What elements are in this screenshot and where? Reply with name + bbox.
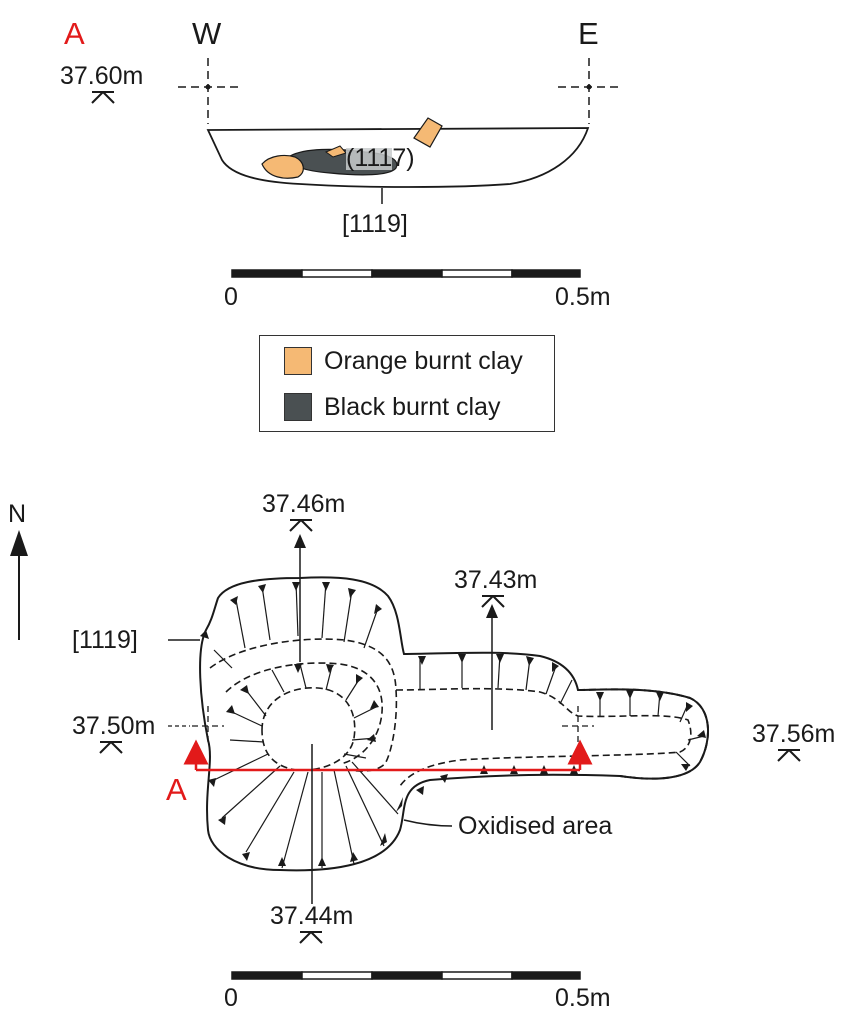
legend-label-orange: Orange burnt clay — [324, 346, 523, 375]
level-37-46: 37.46m — [262, 490, 345, 518]
level-37-44: 37.44m — [270, 902, 353, 930]
east-datum-cross — [558, 58, 620, 124]
orange-burnt-clay-section-1 — [261, 154, 304, 179]
level-marker-icon — [91, 91, 115, 104]
cut-outline-plan — [199, 576, 709, 872]
legend-item-black: Black burnt clay — [284, 392, 500, 422]
plan-datum-west — [192, 706, 224, 744]
inner-ledge-outline — [209, 638, 692, 787]
level-37-50: 37.50m — [72, 712, 155, 740]
west-datum-point — [205, 84, 211, 90]
base-circle-outline — [261, 687, 356, 772]
slope-ticks — [200, 582, 706, 866]
level-marker-icon — [99, 741, 123, 754]
orange-burnt-clay-section-2 — [413, 117, 443, 148]
north-arrow-icon — [10, 530, 28, 640]
oxidised-area-label: Oxidised area — [458, 812, 612, 840]
scale-bar-bottom — [231, 971, 581, 980]
west-label: W — [192, 16, 222, 51]
east-label: E — [578, 16, 599, 51]
legend: Orange burnt clay Black burnt clay — [259, 335, 555, 432]
level-marker-icon — [481, 595, 505, 608]
scale-bottom-end: 0.5m — [555, 984, 611, 1012]
section-datum-level: 37.60m — [60, 62, 143, 90]
second-ledge-outline — [225, 662, 383, 765]
cut-label-1119-plan: [1119] — [72, 626, 138, 654]
fill-label-backdrop — [346, 148, 392, 170]
level-marker-icon — [777, 749, 801, 762]
legend-label-black: Black burnt clay — [324, 392, 501, 421]
east-datum-point — [586, 84, 592, 90]
oxidised-leader — [403, 819, 453, 827]
scale-top-end: 0.5m — [555, 283, 611, 311]
plan-datum-east — [562, 706, 594, 744]
legend-item-orange: Orange burnt clay — [284, 346, 523, 376]
level-marker-icon — [289, 519, 313, 532]
west-datum-cross — [178, 58, 238, 124]
level-37-43: 37.43m — [454, 566, 537, 594]
black-swatch — [284, 393, 312, 421]
scale-bar-top — [231, 269, 581, 278]
oxidised-area-outline — [577, 688, 709, 780]
north-label: N — [8, 500, 26, 528]
scale-bottom-start: 0 — [224, 984, 238, 1012]
orange-swatch — [284, 347, 312, 375]
level-marker-icon — [299, 931, 323, 944]
cut-label-1119-section: [1119] — [342, 210, 408, 238]
section-label-a: A — [64, 16, 85, 51]
fill-label-1117: (1117) — [346, 144, 415, 172]
plan-section-label-a: A — [166, 772, 187, 807]
scale-top-start: 0 — [224, 283, 238, 311]
level-37-56: 37.56m — [752, 720, 835, 748]
slope-hachures — [213, 581, 705, 869]
level-leaders — [299, 536, 493, 904]
leader-arrow-north — [294, 534, 306, 548]
leader-arrow-east — [486, 604, 498, 618]
